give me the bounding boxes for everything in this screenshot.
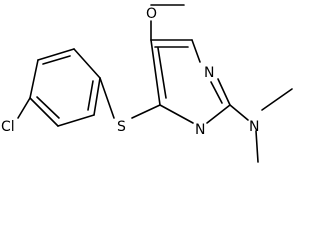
bond-amine-methyl-down bbox=[255, 130, 259, 163]
bond-n1-c2-inner bbox=[210, 81, 223, 104]
chemical-structure: O N N N S Cl bbox=[1, 4, 293, 163]
bond-n1-c2 bbox=[217, 78, 231, 106]
ring-nitrogen-bottom-label: N bbox=[195, 122, 205, 138]
bond-c4-c5-inner bbox=[157, 47, 167, 99]
bond-c2-amine bbox=[229, 104, 249, 121]
bond-ph3-ph4 bbox=[29, 59, 39, 99]
bond-c6-n1 bbox=[191, 39, 201, 63]
bond-ph5-ph6 bbox=[57, 114, 95, 127]
sulfur-label: S bbox=[117, 119, 126, 135]
bond-ph1-ph2 bbox=[73, 48, 101, 79]
bond-ph6-ph1-inner bbox=[87, 80, 94, 111]
bond-ph6-ph1 bbox=[93, 77, 101, 116]
ring-nitrogen-top-label: N bbox=[204, 65, 214, 81]
bond-sulfur-phenyl bbox=[99, 77, 115, 119]
bond-ph4-chlorine bbox=[17, 97, 31, 119]
bond-ph4-ph5-inner bbox=[36, 96, 60, 119]
bond-amine-methyl-up bbox=[261, 88, 293, 111]
atom-labels: O N N N S Cl bbox=[1, 6, 259, 138]
bond-c4-c5 bbox=[150, 39, 161, 106]
bonds bbox=[17, 4, 293, 163]
bond-c4-sulfur bbox=[131, 104, 161, 119]
bond-ph2-ph3-inner bbox=[42, 55, 71, 65]
chlorine-label: Cl bbox=[1, 119, 15, 135]
oxygen-label: O bbox=[146, 6, 157, 22]
bond-ph2-ph3 bbox=[37, 48, 75, 61]
amine-nitrogen-label: N bbox=[249, 119, 259, 135]
bond-ph4-ph5 bbox=[29, 97, 59, 127]
bond-n3-c4 bbox=[159, 104, 194, 124]
bond-c2-n3 bbox=[206, 104, 231, 124]
